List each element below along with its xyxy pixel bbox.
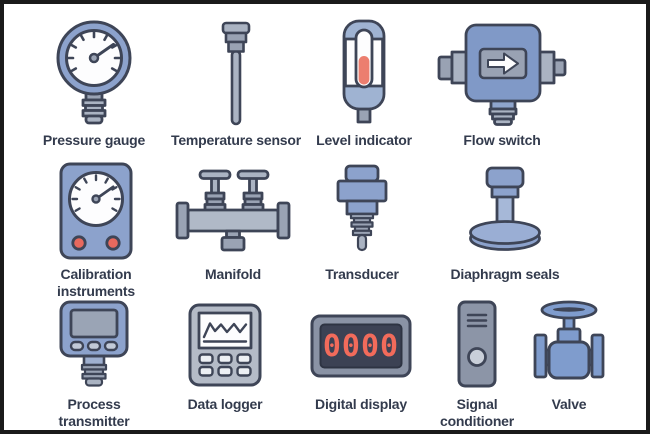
item-label: Transducer (325, 266, 399, 282)
item-label: Temperature sensor (171, 132, 301, 148)
item-flow-switch: Flow switch (427, 14, 577, 149)
diaphragm-seals-icon (469, 166, 541, 251)
item-data-logger: Data logger (150, 298, 300, 413)
digital-display-icon: 0000 (310, 314, 412, 378)
item-transducer: Transducer (287, 156, 437, 283)
item-label: Calibration instruments (57, 266, 135, 299)
item-label: Process transmitter (58, 396, 130, 429)
level-indicator-icon (342, 19, 386, 124)
temperature-sensor-icon (221, 21, 251, 126)
digital-display-value: 0000 (323, 329, 399, 364)
pressure-gauge-icon (56, 20, 132, 125)
indicator-dot-left (71, 235, 87, 251)
item-label: Pressure gauge (42, 132, 146, 148)
item-calibration-instruments: Calibration instruments (21, 156, 171, 300)
item-label: Digital display (315, 396, 407, 412)
valve-icon (533, 300, 605, 380)
transmitter-screen (69, 308, 119, 339)
item-pressure-gauge: Pressure gauge (19, 14, 169, 149)
item-level-indicator: Level indicator (289, 14, 439, 149)
item-label: Level indicator (316, 132, 412, 148)
item-label: Data logger (187, 396, 263, 412)
handwheel-slot (553, 307, 585, 312)
signal-conditioner-icon (457, 300, 497, 388)
item-temperature-sensor: Temperature sensor (161, 14, 311, 149)
item-label: Manifold (205, 266, 261, 282)
item-process-transmitter: Process transmitter (19, 298, 169, 430)
item-label: Signal conditioner (439, 396, 515, 429)
process-transmitter-icon (59, 300, 129, 387)
transducer-icon (336, 164, 388, 252)
item-label: Diaphragm seals (450, 266, 560, 282)
data-logger-icon (188, 303, 262, 387)
item-diaphragm-seals: Diaphragm seals (430, 156, 580, 283)
chart-line-icon (202, 322, 248, 339)
item-signal-conditioner: Signal conditioner (402, 298, 552, 430)
flow-arrow-icon (487, 52, 519, 75)
manifold-icon (175, 169, 291, 252)
item-manifold: Manifold (158, 156, 308, 283)
item-digital-display: 0000 Digital display (286, 298, 436, 413)
indicator-dot-right (105, 235, 121, 251)
item-label: Flow switch (463, 132, 541, 148)
calibration-instruments-icon (59, 162, 133, 260)
flow-switch-icon (437, 23, 567, 126)
item-label: Valve (551, 396, 587, 412)
conditioner-port (467, 347, 487, 367)
item-valve: Valve (494, 298, 644, 413)
display-screen (319, 323, 403, 369)
